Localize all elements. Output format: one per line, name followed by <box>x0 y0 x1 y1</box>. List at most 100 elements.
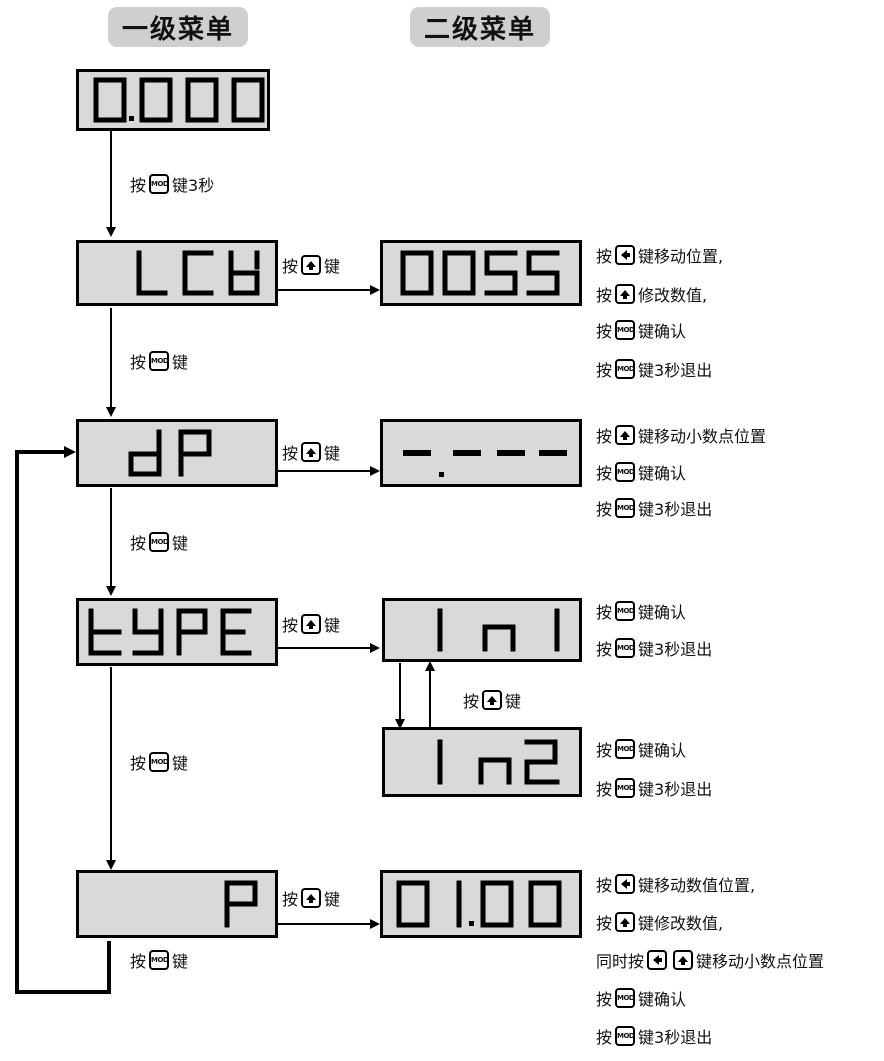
display-dp-digits <box>128 429 212 477</box>
label-p-loop: 按 MOD 键 <box>130 948 188 972</box>
display-type-digits <box>88 608 252 656</box>
press-text: 按 <box>596 322 613 341</box>
display-in2-digits <box>437 739 560 785</box>
note-text: 键3秒退出 <box>638 1028 713 1047</box>
note-text: 键确认 <box>638 990 687 1009</box>
display-p-value-digits <box>396 880 562 928</box>
press-text: 按 <box>282 890 299 909</box>
label-home-to-lck: 按 MOD 键3秒 <box>130 172 214 196</box>
note-text: 同时按 <box>596 952 645 971</box>
key-text: 键 <box>172 534 189 553</box>
up-arrow-key-icon <box>615 284 636 304</box>
note-p-4: 按 MOD 键确认 <box>596 986 686 1010</box>
mod-key-icon: MOD <box>615 320 636 340</box>
note-dp-3: 按 MOD 键3秒退出 <box>596 496 712 520</box>
mod-key-icon: MOD <box>615 462 636 482</box>
up-arrow-key-icon <box>301 255 322 275</box>
up-arrow-key-icon <box>615 425 636 445</box>
key-text: 键 <box>172 952 189 971</box>
press-text: 按 <box>596 500 613 519</box>
press-text: 按 <box>596 427 613 446</box>
label-dp-to-type: 按 MOD 键 <box>130 530 188 554</box>
press-text: 按 <box>130 534 147 553</box>
press-text: 按 <box>596 361 613 380</box>
up-arrow-key-icon <box>301 614 322 634</box>
note-text: 键确认 <box>638 603 687 622</box>
note-in1-2: 按 MOD 键3秒退出 <box>596 636 712 660</box>
press-text: 按 <box>596 1028 613 1047</box>
mod-key-icon: MOD <box>149 174 170 194</box>
display-dp-value <box>380 419 582 487</box>
display-dp <box>76 419 278 487</box>
left-arrow-key-icon <box>615 245 636 265</box>
press-text: 按 <box>130 754 147 773</box>
label-in-toggle: 按 键 <box>463 688 521 712</box>
note-in2-2: 按 MOD 键3秒退出 <box>596 776 712 800</box>
mod-key-icon: MOD <box>149 351 170 371</box>
note-text: 键移动位置, <box>638 247 724 266</box>
mod-key-icon: MOD <box>615 778 636 798</box>
note-text: 键3秒退出 <box>638 780 713 799</box>
mod-key-icon: MOD <box>615 601 636 621</box>
note-p-5: 按 MOD 键3秒退出 <box>596 1024 712 1048</box>
press-text: 按 <box>596 247 613 266</box>
note-lck-3: 按 MOD 键确认 <box>596 318 686 342</box>
note-p-2: 按 键修改数值, <box>596 910 723 934</box>
note-in1-1: 按 MOD 键确认 <box>596 599 686 623</box>
key-text: 键 <box>172 754 189 773</box>
mod-key-icon: MOD <box>149 532 170 552</box>
note-text: 键修改数值, <box>638 914 724 933</box>
display-lck-value <box>380 240 582 306</box>
label-lck-to-dp: 按 MOD 键 <box>130 349 188 373</box>
display-lck <box>76 240 278 306</box>
label-type-up: 按 键 <box>282 612 340 636</box>
mod-key-icon: MOD <box>149 950 170 970</box>
note-text: 键3秒退出 <box>638 640 713 659</box>
press-text: 按 <box>596 741 613 760</box>
press-text: 按 <box>282 257 299 276</box>
display-p <box>76 870 278 938</box>
key-text: 键 <box>324 616 341 635</box>
display-lck-value-digits <box>400 250 560 296</box>
press-text: 按 <box>282 616 299 635</box>
left-arrow-key-icon <box>615 874 636 894</box>
key-text: 键3秒 <box>172 176 215 195</box>
press-text: 按 <box>596 286 613 305</box>
press-text: 按 <box>130 176 147 195</box>
mod-key-icon: MOD <box>615 1026 636 1046</box>
key-text: 键 <box>324 444 341 463</box>
note-p-3: 同时按 键移动小数点位置 <box>596 948 824 972</box>
note-text: 键移动数值位置, <box>638 876 756 895</box>
press-text: 按 <box>596 464 613 483</box>
mod-key-icon: MOD <box>615 359 636 379</box>
note-dp-1: 按 键移动小数点位置 <box>596 423 766 447</box>
mod-key-icon: MOD <box>615 498 636 518</box>
up-arrow-key-icon <box>482 690 503 710</box>
display-type <box>76 598 278 666</box>
note-text: 修改数值, <box>638 286 708 305</box>
key-text: 键 <box>324 257 341 276</box>
note-lck-1: 按 键移动位置, <box>596 243 723 267</box>
press-text: 按 <box>596 990 613 1009</box>
key-text: 键 <box>172 353 189 372</box>
note-text: 键确认 <box>638 464 687 483</box>
press-text: 按 <box>130 353 147 372</box>
press-text: 按 <box>596 914 613 933</box>
note-lck-4: 按 MOD 键3秒退出 <box>596 357 712 381</box>
header-level1: 一级菜单 <box>108 7 248 47</box>
label-type-to-p: 按 MOD 键 <box>130 750 188 774</box>
display-p-digits <box>224 880 258 928</box>
display-p-value <box>380 870 582 938</box>
label-dp-up: 按 键 <box>282 440 340 464</box>
press-text: 按 <box>596 603 613 622</box>
note-text: 键移动小数点位置 <box>696 952 825 971</box>
note-text: 键3秒退出 <box>638 361 713 380</box>
press-text: 按 <box>463 692 480 711</box>
note-text: 键3秒退出 <box>638 500 713 519</box>
press-text: 按 <box>596 876 613 895</box>
key-text: 键 <box>505 692 522 711</box>
note-p-1: 按 键移动数值位置, <box>596 872 755 896</box>
display-in2 <box>382 727 582 797</box>
note-text: 键确认 <box>638 322 687 341</box>
